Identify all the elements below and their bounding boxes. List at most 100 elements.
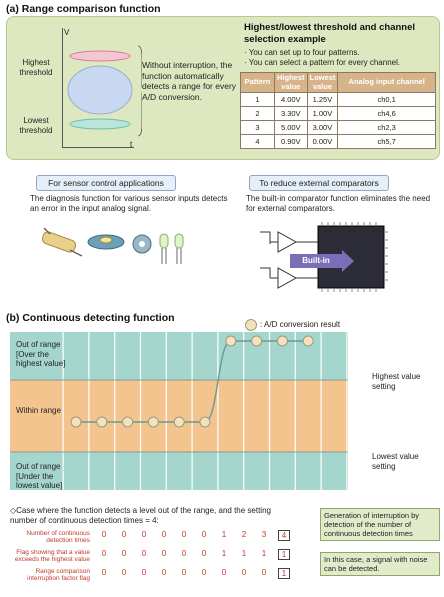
detection-value: 0 — [161, 568, 167, 577]
band-top-label: Out of range [Over the highest value] — [16, 340, 66, 368]
detection-value: 0 — [201, 530, 207, 539]
band-over-range — [10, 332, 348, 380]
sensor-images — [41, 227, 184, 264]
detection-value: 0 — [121, 568, 127, 577]
band-within-range — [10, 380, 348, 452]
detection-value: 0 — [121, 530, 127, 539]
threshold-plot — [62, 28, 134, 148]
conversion-result-point — [70, 416, 82, 428]
detection-value: 1 — [241, 549, 247, 558]
cell: 1 — [240, 92, 275, 107]
detection-value: 0 — [181, 568, 187, 577]
detection-value: 2 — [241, 530, 247, 539]
built-in-label: Built-in — [302, 256, 330, 265]
highest-threshold-label: Highest threshold — [19, 58, 53, 77]
header-pattern: Pattern — [240, 72, 275, 93]
cell: 2 — [240, 106, 275, 121]
detection-value: 0 — [181, 530, 187, 539]
detection-value: 1 — [221, 549, 227, 558]
lowest-threshold-band — [69, 118, 131, 130]
header-channel: Analog input channel — [337, 72, 436, 93]
conversion-result-point — [96, 416, 108, 428]
detection-value: 0 — [101, 568, 107, 577]
axis-v-label: V — [64, 28, 70, 37]
detection-value: 0 — [161, 530, 167, 539]
detection-value: 0 — [141, 530, 147, 539]
cell: 3.00V — [306, 120, 339, 135]
highest-value-setting-label: Highest value setting — [372, 372, 421, 391]
detection-value: 0 — [101, 530, 107, 539]
conversion-result-point — [251, 335, 263, 347]
range-brace — [137, 45, 142, 137]
conversion-result-point — [173, 416, 185, 428]
comparator-symbol-icon — [260, 231, 318, 289]
detection-value: 0 — [201, 568, 207, 577]
bullet-patterns: · You can set up to four patterns. — [244, 48, 360, 57]
lowest-threshold-label: Lowest threshold — [19, 116, 53, 135]
detection-value: 0 — [121, 549, 127, 558]
conversion-result-point — [225, 335, 237, 347]
conversion-result-point — [199, 416, 211, 428]
legend-label: : A/D conversion result — [260, 320, 341, 329]
detection-value: 0 — [181, 549, 187, 558]
cell: 4.00V — [274, 92, 308, 107]
band-bot-label: Out of range [Under the lowest value] — [16, 462, 63, 490]
reduce-comparators-pill: To reduce external comparators — [249, 175, 389, 191]
detection-value: 0 — [141, 568, 147, 577]
detection-value: 1 — [261, 549, 267, 558]
range-description: Without interruption, the function autom… — [142, 60, 237, 102]
detection-value: 1 — [278, 568, 290, 579]
conversion-result-point — [147, 416, 159, 428]
table-row: 3 5.00V 3.00V ch2,3 — [240, 120, 436, 135]
cell: ch0,1 — [337, 92, 436, 107]
cell: 4 — [240, 134, 275, 149]
cell: ch5,7 — [337, 134, 436, 149]
detection-value: 0 — [221, 568, 227, 577]
conversion-result-point — [302, 335, 314, 347]
sensor-led-icon — [159, 233, 184, 264]
bullet-channel: · You can select a pattern for every cha… — [244, 58, 401, 67]
detection-value: 0 — [141, 549, 147, 558]
conversion-result-point — [122, 416, 134, 428]
pattern-table: Pattern Highest value Lowest value Analo… — [240, 72, 436, 149]
detection-chart — [10, 332, 348, 490]
table-row: 1 4.00V 1.25V ch0,1 — [240, 92, 436, 107]
sensor-description: The diagnosis function for various senso… — [30, 194, 228, 213]
threshold-shapes — [67, 45, 142, 137]
callout-top: Generation of interruption by detection … — [320, 508, 440, 541]
conversion-result-curve — [76, 340, 309, 423]
built-in-arrow-head — [342, 250, 354, 272]
row-label-interrupt-flag: Range comparison interruption factor fla… — [27, 568, 90, 583]
section-a-title: (a) Range comparison function — [6, 3, 161, 15]
detection-value: 1 — [278, 549, 290, 560]
case-description: ◇Case where the function detects a level… — [10, 506, 271, 525]
header-highest: Highest value — [274, 72, 308, 93]
detection-value: 4 — [278, 530, 290, 541]
comparator-diagram — [260, 222, 388, 292]
cell: 3 — [240, 120, 275, 135]
highest-threshold-band — [69, 50, 131, 62]
section-b-title: (b) Continuous detecting function — [6, 312, 175, 324]
callout-bottom: In this case, a signal with noise can be… — [320, 552, 440, 576]
built-in-arrow — [290, 254, 342, 268]
sensor-gear-icon — [132, 234, 152, 254]
row-label-exceed-flag: Flag showing that a value exceeds the hi… — [14, 549, 90, 564]
detection-value: 1 — [221, 530, 227, 539]
band-under-range — [10, 452, 348, 490]
example-title: Highest/lowest threshold and channel sel… — [244, 22, 416, 45]
cell: 1.25V — [306, 92, 339, 107]
detection-value: 0 — [261, 568, 267, 577]
cell: ch4,6 — [337, 106, 436, 121]
sensor-cylinder-icon — [41, 227, 83, 257]
detection-value: 0 — [161, 549, 167, 558]
cell: 1.00V — [306, 106, 339, 121]
table-row: 4 0.90V 0.00V ch5,7 — [240, 134, 436, 149]
header-lowest: Lowest value — [306, 72, 339, 93]
legend-marker — [245, 319, 257, 331]
row-label-count: Number of continuous detection times — [26, 530, 90, 545]
detection-value: 0 — [241, 568, 247, 577]
lowest-value-setting-label: Lowest value setting — [372, 452, 419, 471]
detection-value: 3 — [261, 530, 267, 539]
sensor-applications-pill: For sensor control applications — [36, 175, 176, 191]
table-row: 2 3.30V 1.00V ch4,6 — [240, 106, 436, 121]
